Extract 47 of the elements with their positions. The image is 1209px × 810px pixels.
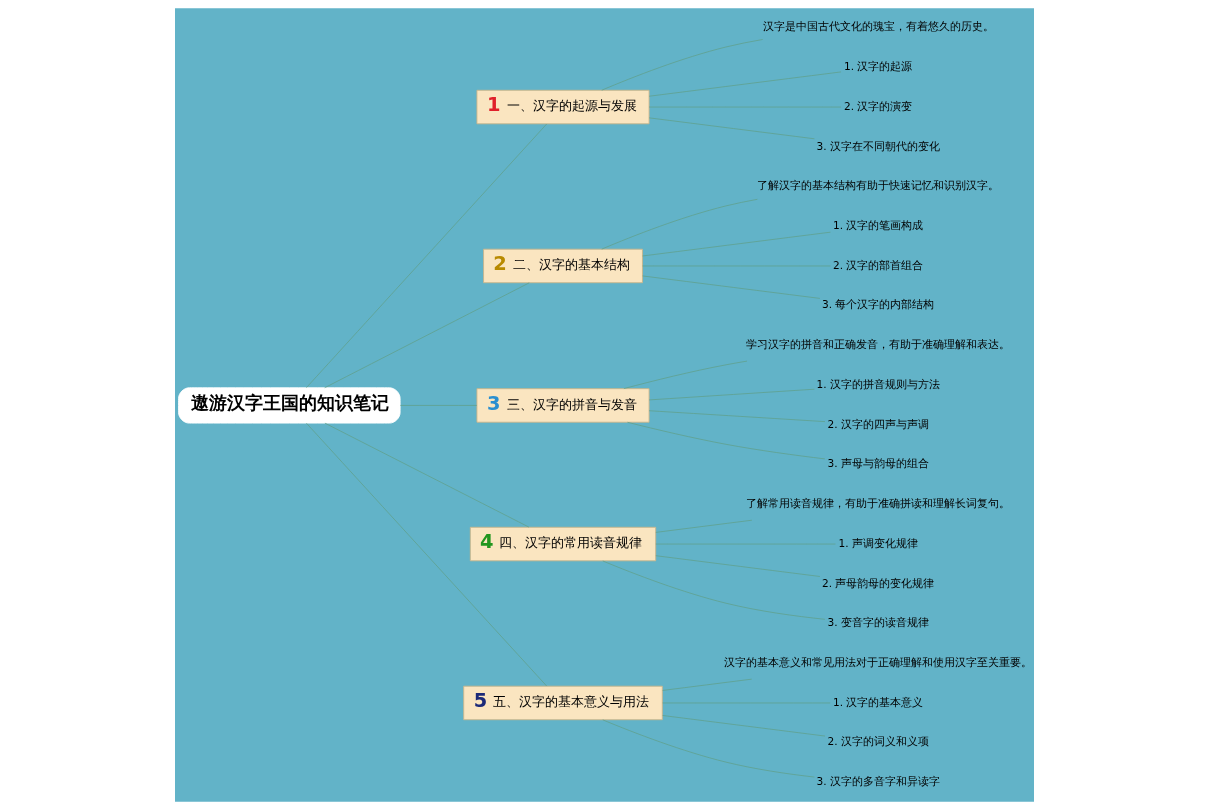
node-text: 3. 变音字的读音规律 [827, 616, 929, 629]
node-box: 5 五、汉字的基本意义与用法 [463, 685, 663, 721]
node-text: 学习汉字的拼音和正确发音，有助于准确理解和表达。 [746, 338, 1011, 351]
node-text: 2. 汉字的部首组合 [832, 258, 924, 271]
node-text: 汉字是中国古代文化的瑰宝，有着悠久的历史。 [762, 20, 994, 33]
node-text: 1. 汉字的拼音规则与方法 [816, 377, 940, 390]
connector [642, 231, 831, 257]
node-text: 3. 汉字的多音字和异读字 [816, 775, 940, 788]
node-text: 2. 声母韵母的变化规律 [821, 576, 935, 589]
node-text: 3. 汉字在不同朝代的变化 [816, 139, 940, 152]
node-text: 2. 汉字的词义和义项 [827, 735, 929, 748]
connector [648, 71, 842, 97]
connector [662, 678, 753, 691]
node-text: 汉字的基本意义和常见用法对于正确理解和使用汉字至关重要。 [724, 655, 1033, 668]
node-text: 3. 声母与韵母的组合 [827, 457, 929, 470]
node-text: 2. 汉字的演变 [843, 99, 913, 112]
node-text: 2. 汉字的四声与声调 [827, 417, 929, 430]
connector [648, 117, 815, 140]
node-box: 2 二、汉字的基本结构 [483, 248, 643, 284]
node-text: 了解常用读音规律，有助于准确拼读和理解长词复句。 [746, 497, 1011, 510]
node-box: 遨游汉字王国的知识笔记 [178, 387, 401, 424]
connector [601, 198, 758, 250]
node-text: 1. 汉字的起源 [843, 60, 913, 73]
connector [601, 39, 764, 91]
connector [648, 410, 826, 422]
connector [655, 519, 753, 533]
connector [306, 422, 548, 687]
connector [324, 282, 530, 389]
connector [662, 715, 826, 737]
connector [648, 388, 815, 401]
node-box: 1 一、汉字的起源与发展 [476, 89, 650, 125]
connector [627, 421, 826, 460]
connector [602, 560, 826, 620]
node-text: 1. 声调变化规律 [838, 536, 918, 549]
node-text: 了解汉字的基本结构有助于快速记忆和识别汉字。 [757, 179, 1000, 192]
node-text: 3. 每个汉字的内部结构 [821, 298, 935, 311]
connector [602, 719, 815, 778]
node-box: 3 三、汉字的拼音与发音 [476, 388, 650, 423]
connector [306, 123, 548, 389]
connector [400, 405, 478, 406]
connector [655, 555, 821, 577]
connector [642, 275, 821, 299]
connector [623, 360, 748, 389]
connector [324, 422, 530, 528]
node-box: 4 四、汉字的常用读音规律 [469, 526, 657, 562]
node-text: 1. 汉字的笔画构成 [832, 218, 924, 231]
node-text: 1. 汉字的基本意义 [832, 695, 924, 708]
